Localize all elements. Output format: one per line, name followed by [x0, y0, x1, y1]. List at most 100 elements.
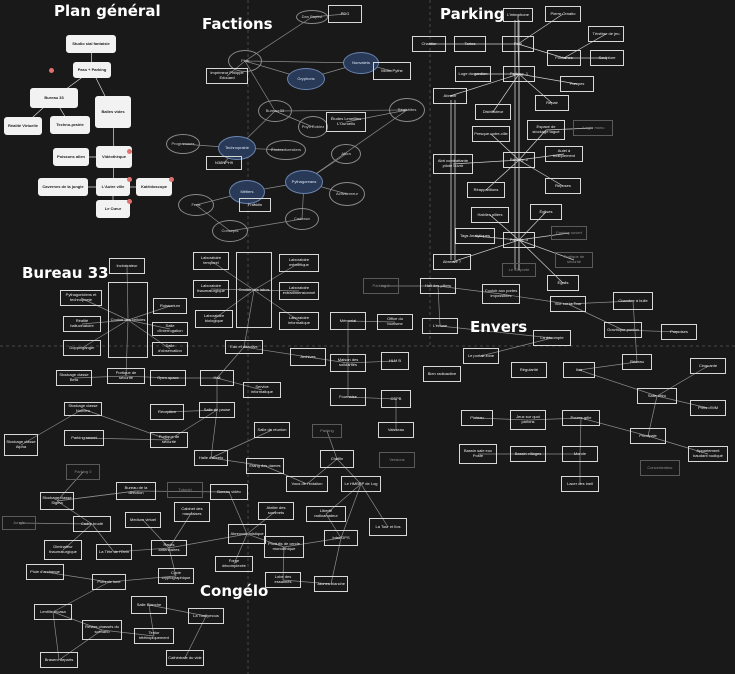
node-envers-appartement[interactable]: Appartement baudant nudiqué — [688, 446, 728, 462]
node-bureau-archives[interactable]: Archives — [290, 348, 326, 366]
node-plan-bureau[interactable]: Bureau 33 — [30, 88, 78, 108]
node-envers-concentrateur[interactable]: Concentrateur — [640, 460, 680, 476]
node-envers-couloir[interactable]: Couloir aux portes impossibles — [482, 284, 520, 304]
node-bureau-hall[interactable]: Hall — [200, 370, 234, 386]
node-bureau-laboratoire-i[interactable]: Laboratoire informatique — [279, 312, 319, 330]
node-factions-pdg[interactable]: PDG — [328, 5, 362, 23]
node-factions-mn[interactable]: N38NPH9 — [206, 156, 242, 170]
node-bureau-laboratoire-m[interactable]: Laboratoire mémétique — [279, 254, 319, 272]
node-bureau-le-hmbpp[interactable]: Le HMBPP de Log — [341, 476, 381, 492]
node-bureau-inter[interactable]: Inter'GPS — [324, 530, 358, 546]
node-bureau-vous[interactable]: Vous de l'extalion — [286, 476, 328, 492]
node-plan-techno[interactable]: Techno-prairie — [50, 116, 90, 134]
node-envers-salle-reta[interactable]: Salle rétro — [637, 388, 677, 404]
node-factions-poyti[interactable]: Poyti Roblez — [298, 116, 328, 138]
node-parking-abreuve[interactable]: Abreuve ? — [433, 254, 471, 270]
node-envers-bassin2[interactable]: Bassin villages — [510, 446, 546, 462]
node-factions-dan[interactable]: Dan Baptist — [296, 10, 328, 24]
node-envers-jeux[interactable]: Jeux sur quoi parlons — [510, 410, 546, 430]
node-factions-morto[interactable]: Morto Pythe — [373, 62, 411, 80]
node-bureau-racks[interactable]: Racks antennaires — [151, 540, 187, 556]
node-bureau-jungle2[interactable]: Jungle — [2, 516, 36, 530]
node-bureau-reilite[interactable]: Réalité hallucinatoire — [63, 316, 101, 332]
node-bureau-tenior[interactable]: Tenior télétropiquement — [134, 628, 174, 644]
node-factions-programmes[interactable]: Programmes — [166, 134, 200, 154]
node-bureau-portique[interactable]: Portique de sécurité — [107, 368, 145, 384]
node-plan-realite[interactable]: Réalité Virtuelle — [4, 117, 42, 135]
node-plan-studio[interactable]: Studio sial fantaisie — [66, 35, 116, 53]
node-parking-jungle[interactable]: Jungle monu — [573, 120, 613, 136]
node-factions-ferts[interactable]: Ferts — [178, 194, 214, 216]
node-bureau-stockage-beta[interactable]: Stockage classe Beta — [56, 370, 92, 386]
node-bureau-couloir-cellules[interactable]: Couloir des cellules — [108, 282, 148, 358]
node-bureau-memorial[interactable]: Mémorial — [330, 312, 366, 330]
node-plan-pass[interactable]: Pass + Parking — [73, 62, 111, 78]
node-bureau-cheflin[interactable]: Chéflin — [320, 450, 354, 468]
node-factions-metier[interactable]: Métiers — [229, 180, 265, 204]
node-factions-frankin[interactable]: Franklin — [239, 198, 271, 212]
node-bureau-reception[interactable]: Réception — [150, 404, 184, 420]
node-plan-videotheque[interactable]: Vidéothèque — [96, 146, 132, 168]
node-bureau-puits[interactable]: Puits de lune — [92, 574, 126, 590]
node-bureau-laboratoire-e[interactable]: Laboratoire extradimensionnel — [279, 282, 319, 300]
node-parking-repair[interactable]: Repair — [535, 95, 569, 111]
node-bureau-open[interactable]: Open space — [150, 370, 186, 386]
node-parking-autel[interactable]: Autel à Indiquement — [545, 146, 583, 162]
node-bureau-fournaise[interactable]: Fournaise — [330, 388, 366, 406]
node-bureau-forge[interactable]: Forge décomplexée — [215, 556, 253, 572]
node-bureau-stockage-nu[interactable]: Stockage classe Numéro — [64, 402, 102, 416]
node-plan-poissons[interactable]: Poissons allen — [53, 148, 89, 166]
node-envers-cinquante[interactable]: Cinquante — [690, 358, 726, 374]
node-bureau-tutorial[interactable]: Tutoriel — [167, 482, 203, 498]
node-bureau-eau[interactable]: Eau et directive — [225, 340, 263, 354]
node-factions-bur33[interactable]: Bureau 33 — [258, 100, 292, 122]
node-envers-lecluse[interactable]: L'écluse — [422, 318, 458, 334]
node-parking-cloporte[interactable]: Le Cloporte — [502, 263, 536, 277]
node-bureau-parking0b[interactable]: Parking 0 — [66, 464, 100, 480]
node-bureau-maison[interactable]: Maison des solidarités — [330, 354, 366, 372]
node-envers-lacer[interactable]: Lacer des ineil — [561, 476, 599, 492]
node-parking-parking-ouvert[interactable]: Parking ouvert — [551, 226, 587, 240]
node-bureau-cathedrale[interactable]: Cathédrale du vide — [166, 650, 204, 666]
node-bureau-salle-reun[interactable]: Salle de réunion — [254, 422, 290, 438]
node-bureau-salle-pause[interactable]: Salle de pause — [199, 402, 235, 418]
node-bureau-service[interactable]: Service informatique — [243, 382, 281, 398]
node-bureau-hlm[interactable]: HLM B — [381, 352, 409, 370]
node-factions-etudesb[interactable]: Études forestiers — [266, 140, 306, 160]
node-factions-etudes[interactable]: Études Lenellites L'Ouroello — [326, 112, 366, 132]
node-bureau-salle-eb[interactable]: Salle d'interrogation — [152, 322, 188, 336]
node-factions-actueurs[interactable]: Activitemeur — [329, 182, 365, 206]
node-envers-chambre[interactable]: Chambre à bulle — [613, 292, 653, 310]
node-envers-monde[interactable]: Monde — [562, 446, 598, 462]
node-parking-habiles[interactable]: Habiles piliers — [471, 207, 509, 223]
node-bureau-abreuvoir[interactable]: Abreuvoir mistique — [228, 524, 266, 544]
node-factions-concepts[interactable]: Concepts — [212, 220, 248, 242]
node-parking-pierre[interactable]: Pierre Ornatio — [545, 6, 581, 22]
node-factions-nonvalets[interactable]: Nonvalets — [343, 52, 379, 74]
node-bureau-produits[interactable]: Produits de cercle monolithique — [264, 536, 304, 558]
node-parking-espace[interactable]: Espace de stockage tagué — [527, 120, 565, 140]
node-parking-fontaines[interactable]: Fontaines — [547, 50, 581, 66]
node-envers-plateau[interactable]: Plateau — [461, 410, 493, 426]
node-bureau-la-tour[interactable]: La Tour et Ilos — [369, 518, 407, 536]
node-envers-bassin[interactable]: Bassin sale eux Poste — [459, 444, 497, 464]
node-bureau-bureau-vide[interactable]: Bureau vidéo — [210, 484, 248, 500]
node-bureau-restes[interactable]: Restes chassés du scénario — [82, 620, 122, 640]
node-bureau-portique2[interactable]: Portique de sécurité — [150, 432, 188, 448]
node-bureau-versions[interactable]: Versions — [379, 452, 415, 468]
node-bureau-jaunes[interactable]: Jaunes blanche — [314, 576, 348, 592]
node-bureau-cycle[interactable]: Cycle cryptographique — [158, 568, 194, 584]
node-bureau-la-toultymous[interactable]: La Toultymous — [188, 608, 224, 624]
node-bureau-cadre[interactable]: Cadre brodé — [73, 516, 111, 532]
node-parking-p3[interactable]: Parking -3 — [503, 232, 535, 248]
node-bureau-stockage-sigma[interactable]: Stockage classe Sigma — [40, 492, 74, 510]
node-parking-distributeur[interactable]: Distributeur — [475, 104, 511, 120]
node-bureau-salle-blanche[interactable]: Salle Blanche — [131, 596, 167, 614]
node-parking-eglise[interactable]: Églises — [530, 204, 562, 220]
node-bureau-stockage-alpha[interactable]: Stockage classe Alpha — [4, 434, 38, 456]
node-parking-loge[interactable]: Loge du gardien — [455, 66, 491, 82]
node-envers-reseaux[interactable]: Réseau — [622, 354, 652, 370]
node-factions-requiem[interactable]: Régisbites — [389, 98, 425, 122]
node-bureau-roissard[interactable]: Roissarium — [153, 298, 187, 314]
node-envers-bien-radio[interactable]: Bien radioactive — [423, 366, 461, 382]
